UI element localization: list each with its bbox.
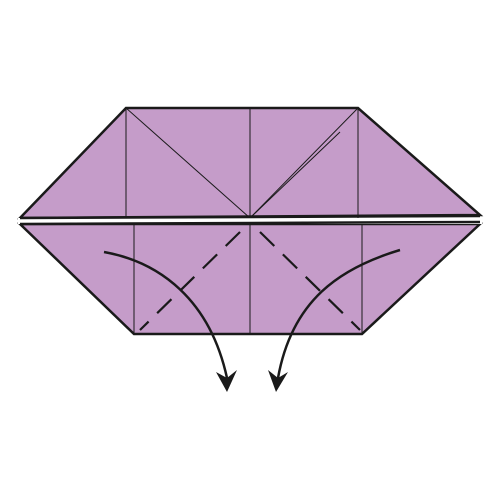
curved-fold-arrow-icon-left: [103, 250, 229, 379]
valley-fold-line-left: [139, 231, 241, 331]
upper-diagonal-2: [249, 107, 359, 219]
upper-flap: [17, 106, 484, 220]
lower-flap: [16, 222, 484, 336]
upper-diagonal-1: [125, 107, 251, 219]
flap-gap: [18, 218, 482, 224]
fold-arrows: [103, 248, 401, 392]
curved-fold-arrow-icon-right: [276, 248, 401, 379]
valley-fold-line-right: [259, 231, 361, 331]
upper-diagonal-4: [249, 131, 341, 219]
arrowhead-right-icon: [268, 370, 288, 392]
upper-flap-bottom-edge: [19, 214, 481, 220]
lower-flap-top-edge: [19, 220, 481, 226]
arrowhead-left-icon: [216, 370, 237, 392]
